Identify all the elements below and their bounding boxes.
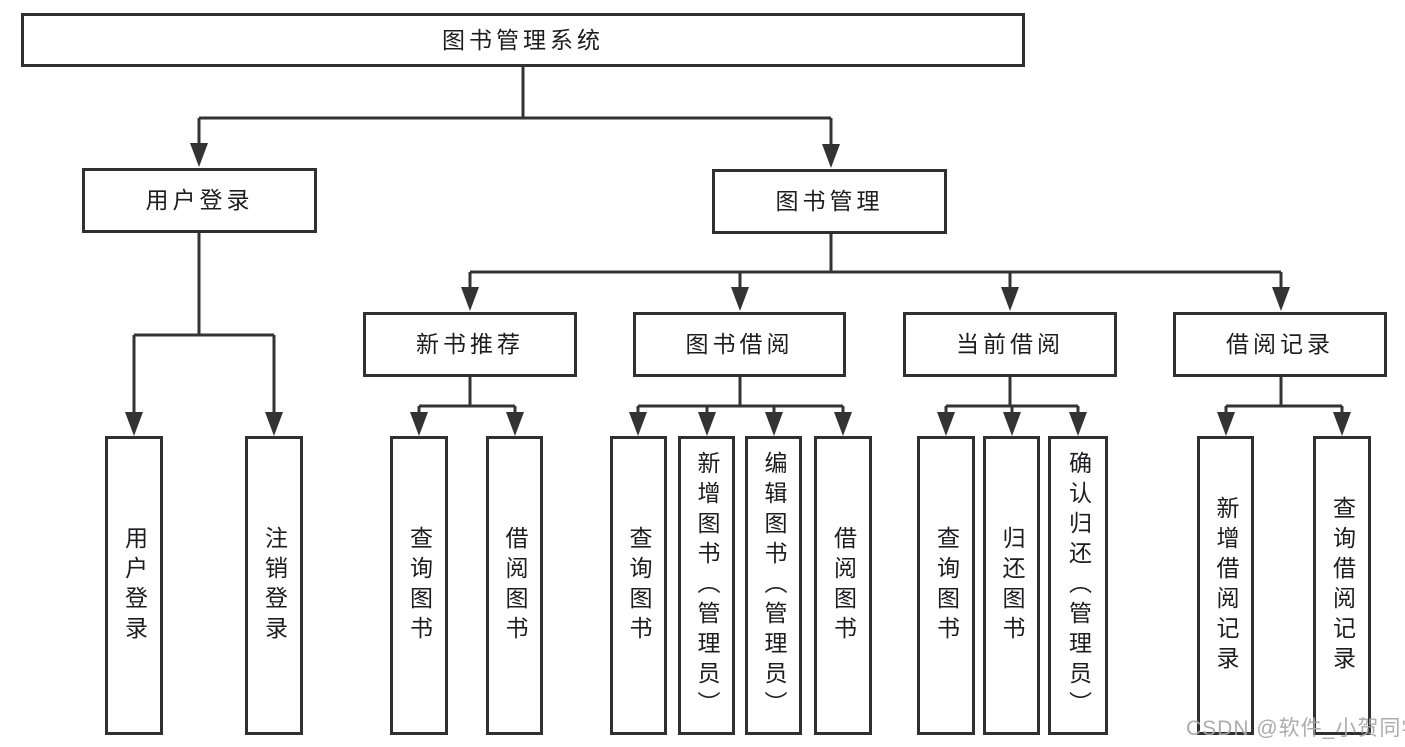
connector-book-mgmt-to-level3 xyxy=(461,234,1290,311)
node-leaf-query-books-2: 查询图书 xyxy=(610,436,667,735)
node-user-login: 用户登录 xyxy=(82,168,317,233)
connector-book-borrow-to-leaves xyxy=(629,377,852,436)
node-borrow-records: 借阅记录 xyxy=(1173,312,1387,377)
node-leaf-add-book-admin: 新增图书（管理员） xyxy=(678,436,735,735)
node-book-borrow: 图书借阅 xyxy=(633,312,846,377)
node-leaf-query-books-2-label: 查询图书 xyxy=(626,525,652,646)
node-new-book-recommend-label: 新书推荐 xyxy=(416,331,524,357)
node-root: 图书管理系统 xyxy=(21,13,1025,67)
node-leaf-user-login-label: 用户登录 xyxy=(121,525,148,646)
node-leaf-user-login: 用户登录 xyxy=(105,436,163,735)
csdn-watermark: CSDN @软件_小贺同学 xyxy=(1186,717,1405,740)
node-leaf-logout-label: 注销登录 xyxy=(261,525,288,646)
node-leaf-query-borrow-record-label: 查询借阅记录 xyxy=(1329,495,1356,676)
node-leaf-query-books-3-label: 查询图书 xyxy=(933,525,960,646)
node-leaf-query-books-1: 查询图书 xyxy=(390,436,448,735)
node-leaf-borrow-books-1-label: 借阅图书 xyxy=(502,525,528,646)
connector-borrow-record-to-leaves xyxy=(1217,377,1351,436)
node-book-borrow-label: 图书借阅 xyxy=(685,331,794,357)
node-book-management: 图书管理 xyxy=(712,169,947,234)
node-leaf-query-books-1-label: 查询图书 xyxy=(406,525,433,646)
node-leaf-return-book-label: 归还图书 xyxy=(999,525,1025,646)
node-leaf-borrow-books-1: 借阅图书 xyxy=(486,436,543,735)
node-leaf-borrow-books-2-label: 借阅图书 xyxy=(830,525,857,646)
connector-root-to-level2 xyxy=(190,67,840,168)
node-leaf-add-borrow-record-label: 新增借阅记录 xyxy=(1213,495,1239,676)
node-borrow-records-label: 借阅记录 xyxy=(1226,331,1334,357)
node-leaf-add-book-admin-label: 新增图书（管理员） xyxy=(694,450,720,721)
node-leaf-edit-book-admin: 编辑图书（管理员） xyxy=(745,436,802,735)
node-leaf-add-borrow-record: 新增借阅记录 xyxy=(1197,436,1254,735)
connector-user-login-to-leaves xyxy=(125,233,283,436)
node-leaf-query-books-3: 查询图书 xyxy=(917,436,975,735)
node-leaf-query-borrow-record: 查询借阅记录 xyxy=(1313,436,1371,735)
connector-new-book-to-leaves xyxy=(410,377,524,436)
node-leaf-logout: 注销登录 xyxy=(245,436,303,735)
node-leaf-confirm-return-admin: 确认归还（管理员） xyxy=(1048,436,1108,735)
node-book-management-label: 图书管理 xyxy=(775,188,884,214)
node-user-login-label: 用户登录 xyxy=(145,187,254,213)
node-leaf-return-book: 归还图书 xyxy=(983,436,1040,735)
node-leaf-borrow-books-2: 借阅图书 xyxy=(814,436,872,735)
node-current-borrow: 当前借阅 xyxy=(903,312,1117,377)
node-leaf-edit-book-admin-label: 编辑图书（管理员） xyxy=(761,450,787,721)
node-leaf-confirm-return-admin-label: 确认归还（管理员） xyxy=(1065,450,1092,721)
node-root-label: 图书管理系统 xyxy=(442,26,604,53)
node-new-book-recommend: 新书推荐 xyxy=(363,312,577,377)
node-current-borrow-label: 当前借阅 xyxy=(956,331,1064,357)
connector-current-borrow-to-leaves xyxy=(937,377,1087,436)
